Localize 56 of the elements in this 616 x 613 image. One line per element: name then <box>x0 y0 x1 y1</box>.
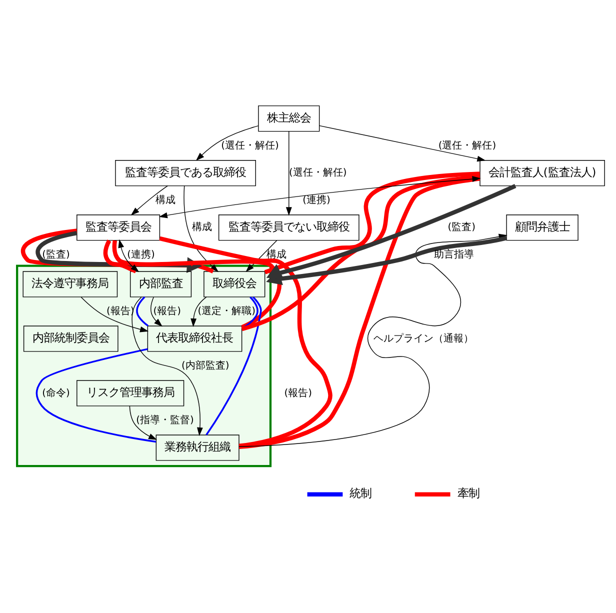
arrow <box>319 125 486 162</box>
node-box: 代表取締役社長 <box>147 326 242 352</box>
node-box: 業務執行組織 <box>156 434 240 461</box>
edge-label: 構成 <box>192 222 212 234</box>
arrow <box>80 296 149 332</box>
connector <box>241 174 480 332</box>
edge-label: (監査) <box>448 222 476 234</box>
node-box: 監査等委員でない取締役 <box>218 214 360 241</box>
node-box: 内部監査 <box>130 271 192 298</box>
edge-label: (内部監査) <box>182 360 230 372</box>
connector <box>36 348 156 443</box>
connector <box>238 176 480 449</box>
edge-label: 構成 <box>266 249 286 260</box>
arrow <box>286 131 292 216</box>
arrow <box>132 296 203 436</box>
connector <box>103 240 137 274</box>
node-box: 監査等委員である取締役 <box>115 160 256 186</box>
edge-label: (指導・監督) <box>136 415 194 426</box>
node-box: 顧問弁護士 <box>506 214 578 241</box>
edge-label: (選任・解任) <box>221 140 279 152</box>
arrow <box>158 176 481 218</box>
edge-label: (選任・解任) <box>289 168 347 179</box>
arrow <box>190 296 207 328</box>
arrow <box>36 230 202 274</box>
arrow <box>130 185 168 216</box>
edge-label: (選任・解任) <box>438 140 496 152</box>
legend-label: 統制 <box>350 486 372 500</box>
arrow <box>129 406 158 440</box>
label: (報告) <box>284 388 312 399</box>
arrow <box>266 184 516 278</box>
node-box: 内部統制委員会 <box>23 326 118 352</box>
arrow <box>266 236 507 286</box>
edge-label: (監査) <box>42 249 70 260</box>
node-box: 法令遵守事務局 <box>22 271 118 298</box>
arrow <box>184 186 219 272</box>
legend-label: 牽制 <box>457 486 480 500</box>
edge-label: (命令) <box>42 388 70 399</box>
edge-label: (選定・解職) <box>198 306 256 318</box>
edge-label: 構成 <box>155 194 176 206</box>
edge-label: (連携) <box>302 194 330 206</box>
connector <box>136 296 149 327</box>
node-box: 会計監査人(監査法人) <box>480 160 605 186</box>
edge-label: 助言指導 <box>434 249 474 260</box>
arrow <box>196 125 259 161</box>
connector <box>206 296 262 436</box>
edge-label: (連携) <box>127 249 155 260</box>
connector <box>21 228 214 274</box>
connector <box>264 172 480 274</box>
node-box: 監査等委員会 <box>76 214 160 241</box>
arrow <box>150 296 162 327</box>
edge-label: (報告) <box>153 306 181 318</box>
edge-label: ヘルプライン（通報） <box>374 333 474 344</box>
node-box: リスク管理事務局 <box>76 380 184 406</box>
arrow <box>118 239 140 272</box>
node-box: 取締役会 <box>204 271 266 298</box>
node-box: 株主総会 <box>258 105 320 132</box>
